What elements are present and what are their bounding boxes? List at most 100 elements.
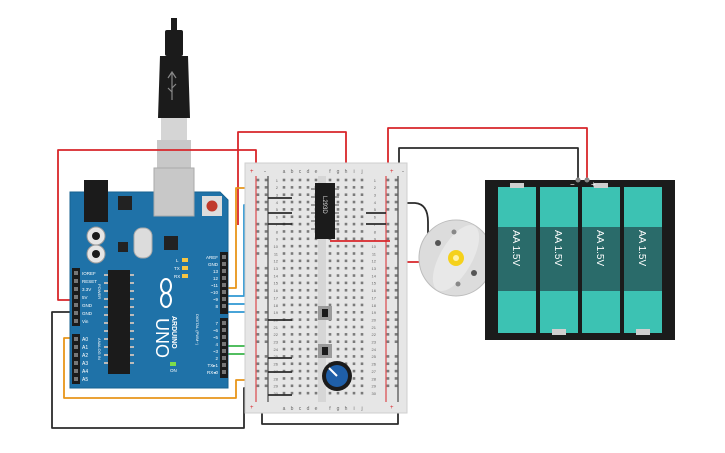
breadboard-hole[interactable] — [306, 259, 310, 263]
arduino-board[interactable]: L TX RX ON ARDUINO UNO IOREF RESET 3.3V … — [69, 167, 229, 389]
breadboard-hole[interactable] — [328, 391, 332, 395]
breadboard-hole[interactable] — [360, 266, 364, 270]
breadboard-hole[interactable] — [360, 347, 364, 351]
breadboard-hole[interactable] — [314, 281, 318, 285]
breadboard-hole[interactable] — [344, 252, 348, 255]
breadboard-hole[interactable] — [282, 244, 286, 248]
breadboard-hole[interactable] — [336, 193, 340, 196]
breadboard-hole[interactable] — [264, 281, 268, 285]
breadboard-hole[interactable] — [256, 325, 260, 329]
breadboard-hole[interactable] — [282, 296, 286, 299]
breadboard-hole[interactable] — [360, 377, 364, 380]
breadboard-hole[interactable] — [328, 333, 332, 336]
breadboard-hole[interactable] — [264, 318, 268, 321]
breadboard-hole[interactable] — [386, 281, 390, 285]
l293d-chip[interactable]: L293D — [311, 183, 339, 239]
breadboard-hole[interactable] — [352, 369, 356, 373]
breadboard-hole[interactable] — [344, 318, 348, 321]
breadboard-hole[interactable] — [328, 252, 332, 255]
breadboard-hole[interactable] — [298, 318, 302, 321]
breadboard-hole[interactable] — [336, 208, 340, 211]
breadboard-hole[interactable] — [328, 296, 332, 299]
breadboard-hole[interactable] — [394, 340, 398, 343]
breadboard-hole[interactable] — [352, 259, 356, 263]
breadboard-hole[interactable] — [314, 252, 318, 255]
breadboard-hole[interactable] — [314, 318, 318, 321]
breadboard-hole[interactable] — [264, 230, 268, 233]
breadboard-hole[interactable] — [264, 369, 268, 373]
breadboard-hole[interactable] — [290, 296, 294, 299]
breadboard-hole[interactable] — [336, 340, 340, 343]
breadboard-hole[interactable] — [394, 377, 398, 380]
breadboard-hole[interactable] — [264, 311, 268, 314]
breadboard-hole[interactable] — [352, 362, 356, 366]
breadboard-hole[interactable] — [290, 193, 294, 196]
breadboard-hole[interactable] — [360, 215, 364, 219]
breadboard-hole[interactable] — [336, 325, 340, 329]
breadboard-hole[interactable] — [306, 281, 310, 285]
breadboard-hole[interactable] — [298, 281, 302, 285]
breadboard-hole[interactable] — [394, 296, 398, 299]
breadboard-hole[interactable] — [344, 259, 348, 263]
breadboard-hole[interactable] — [386, 340, 390, 343]
breadboard-hole[interactable] — [290, 355, 294, 358]
breadboard-hole[interactable] — [328, 303, 332, 307]
breadboard-hole[interactable] — [264, 340, 268, 343]
reset-button[interactable] — [206, 200, 218, 212]
breadboard-hole[interactable] — [256, 355, 260, 358]
breadboard-hole[interactable] — [264, 208, 268, 211]
breadboard-hole[interactable] — [282, 259, 286, 263]
breadboard-hole[interactable] — [344, 266, 348, 270]
breadboard-hole[interactable] — [282, 215, 286, 219]
breadboard-hole[interactable] — [290, 391, 294, 395]
breadboard-hole[interactable] — [290, 259, 294, 263]
breadboard-hole[interactable] — [256, 222, 260, 226]
breadboard-hole[interactable] — [344, 186, 348, 189]
breadboard-hole[interactable] — [360, 355, 364, 358]
breadboard-hole[interactable] — [282, 178, 286, 182]
breadboard-hole[interactable] — [336, 237, 340, 241]
breadboard-hole[interactable] — [352, 230, 356, 233]
breadboard-hole[interactable] — [360, 369, 364, 373]
breadboard-hole[interactable] — [360, 296, 364, 299]
breadboard-hole[interactable] — [298, 325, 302, 329]
battery-pack[interactable]: AA 1.5V AA 1.5V AA 1.5V AA 1.5V − + — [485, 177, 675, 341]
breadboard-hole[interactable] — [360, 333, 364, 336]
breadboard-hole[interactable] — [336, 186, 340, 189]
breadboard-hole[interactable] — [298, 303, 302, 307]
breadboard-hole[interactable] — [264, 244, 268, 248]
breadboard-hole[interactable] — [282, 377, 286, 380]
breadboard-hole[interactable] — [306, 362, 310, 366]
breadboard-hole[interactable] — [256, 333, 260, 336]
breadboard-hole[interactable] — [394, 222, 398, 226]
breadboard-hole[interactable] — [336, 252, 340, 255]
breadboard-hole[interactable] — [282, 333, 286, 336]
breadboard-hole[interactable] — [394, 252, 398, 255]
breadboard-hole[interactable] — [344, 200, 348, 204]
breadboard-hole[interactable] — [256, 311, 260, 314]
breadboard-hole[interactable] — [314, 362, 318, 366]
breadboard-hole[interactable] — [290, 384, 294, 388]
breadboard-hole[interactable] — [282, 384, 286, 388]
breadboard-hole[interactable] — [264, 325, 268, 329]
breadboard-hole[interactable] — [264, 200, 268, 204]
breadboard-hole[interactable] — [256, 237, 260, 241]
breadboard-hole[interactable] — [352, 318, 356, 321]
breadboard-hole[interactable] — [336, 311, 340, 314]
breadboard-hole[interactable] — [344, 362, 348, 366]
breadboard-hole[interactable] — [298, 391, 302, 395]
breadboard-hole[interactable] — [386, 244, 390, 248]
breadboard-hole[interactable] — [336, 244, 340, 248]
breadboard-hole[interactable] — [344, 178, 348, 182]
breadboard-hole[interactable] — [394, 193, 398, 196]
breadboard-hole[interactable] — [306, 274, 310, 277]
breadboard-hole[interactable] — [282, 266, 286, 270]
breadboard-hole[interactable] — [394, 274, 398, 277]
breadboard-hole[interactable] — [306, 391, 310, 395]
breadboard-hole[interactable] — [306, 340, 310, 343]
breadboard-hole[interactable] — [264, 296, 268, 299]
breadboard-hole[interactable] — [352, 208, 356, 211]
breadboard-hole[interactable] — [386, 369, 390, 373]
breadboard-hole[interactable] — [314, 325, 318, 329]
breadboard-hole[interactable] — [386, 222, 390, 226]
